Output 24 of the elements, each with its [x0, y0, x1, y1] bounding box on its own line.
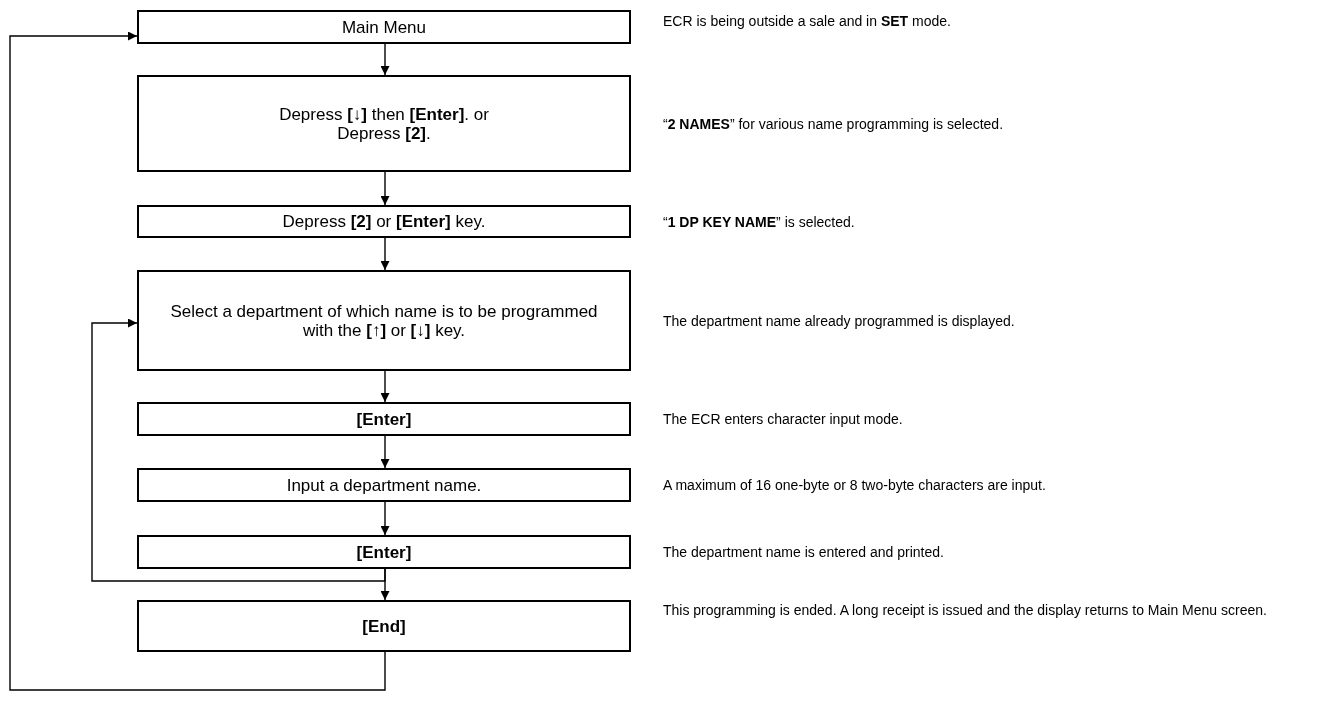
arrow — [9, 31, 386, 691]
process-box: [End] — [137, 600, 631, 652]
step-description: The ECR enters character input mode. — [663, 411, 904, 427]
step-description: The department name already programmed is displayed. — [663, 312, 1016, 329]
process-box: Depress [↓] then [Enter]. or Depress [2]. — [137, 75, 631, 172]
process-box: [Enter] — [137, 402, 631, 436]
arrow — [380, 171, 390, 206]
arrow — [380, 435, 390, 469]
process-box: Input a department name. — [137, 468, 631, 502]
arrow — [380, 501, 390, 536]
arrow — [91, 318, 386, 582]
arrow — [380, 43, 390, 76]
step-description: This programming is ended. A long receipt is issued and the display returns to Main Menu screen. — [663, 602, 1268, 618]
arrow — [380, 237, 390, 271]
arrow — [380, 370, 390, 403]
step-description: “1 DP KEY NAME” is selected. — [663, 213, 856, 230]
process-box: Select a department of which name is to be programmed with the [↑] or [↓] key. — [137, 270, 631, 371]
process-box: Main Menu — [137, 10, 631, 44]
step-description: The department name is entered and printed. — [663, 544, 945, 560]
step-description: “2 NAMES” for various name programming is selected. — [663, 115, 1004, 132]
step-description: ECR is being outside a sale and in SET mode. — [663, 13, 952, 29]
step-description: A maximum of 16 one-byte or 8 two-byte characters are input. — [663, 477, 1047, 493]
process-box: Depress [2] or [Enter] key. — [137, 205, 631, 238]
process-box: [Enter] — [137, 535, 631, 569]
